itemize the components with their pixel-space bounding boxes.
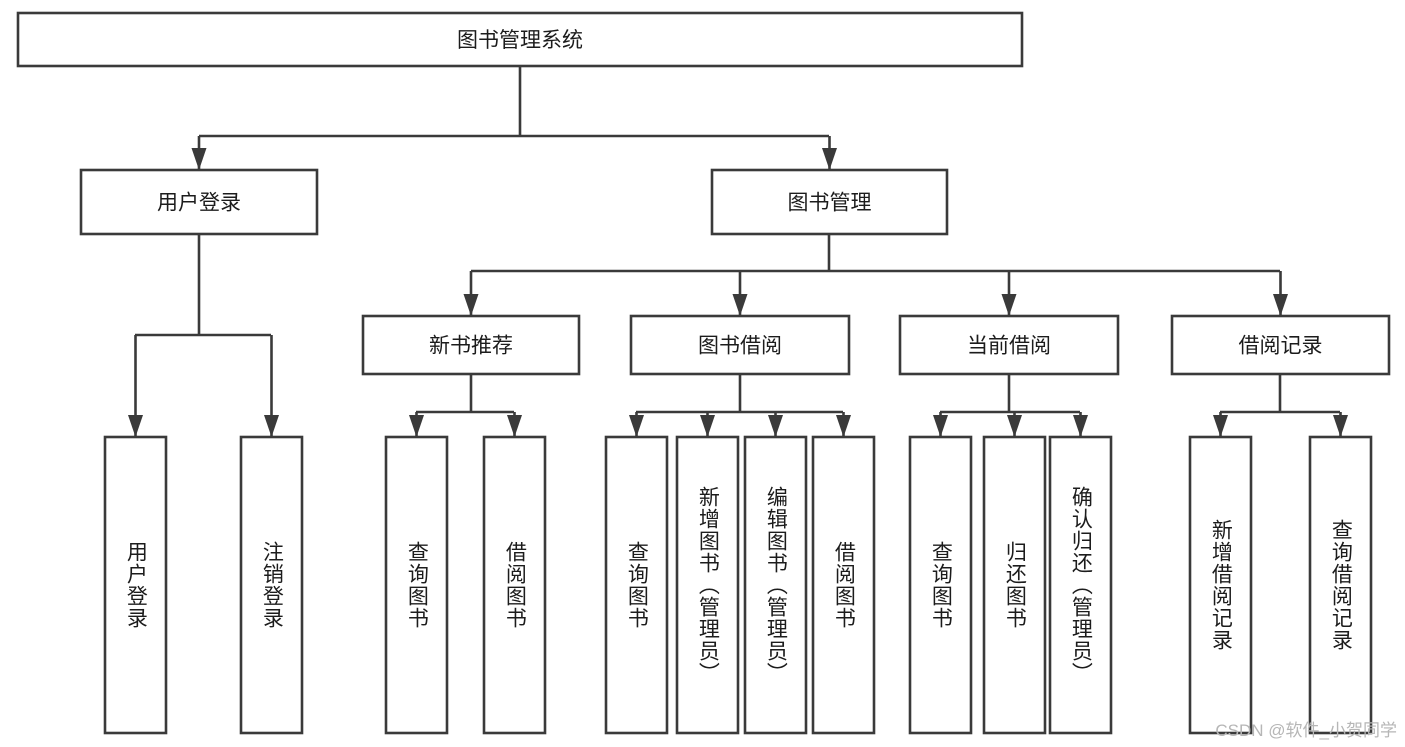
node-box-leaf-borrow-book-2[interactable] (811, 435, 876, 735)
node-box-leaf-add-record[interactable] (1188, 435, 1253, 735)
node-label-new-book-recommend: 新书推荐 (429, 335, 513, 358)
arrow-head-icon-leaf-add-record (1213, 415, 1228, 437)
node-box-leaf-confirm-return[interactable] (1048, 435, 1113, 735)
arrow-head-icon-book-borrow (732, 294, 748, 316)
node-box-leaf-user-login[interactable] (103, 435, 168, 735)
connectors-layer (128, 66, 1348, 437)
arrow-head-icon-leaf-query-book-1 (409, 415, 424, 437)
arrow-head-icon-leaf-query-record (1333, 415, 1348, 437)
node-box-leaf-query-book-2[interactable] (604, 435, 669, 735)
node-label-user-login: 用户登录 (157, 192, 241, 215)
arrow-head-icon-current-borrow (1001, 294, 1017, 316)
node-box-leaf-query-book-3[interactable] (908, 435, 973, 735)
node-box-leaf-query-book-1[interactable] (384, 435, 449, 735)
arrow-head-icon-book-management (822, 148, 837, 170)
node-box-book-borrow[interactable] (629, 314, 851, 376)
arrow-head-icon-borrow-record (1273, 294, 1288, 316)
arrow-head-icon-leaf-confirm-return (1073, 415, 1088, 437)
node-box-leaf-borrow-book-1[interactable] (482, 435, 547, 735)
node-box-leaf-return-book[interactable] (982, 435, 1047, 735)
node-label-current-borrow: 当前借阅 (967, 335, 1051, 358)
node-box-new-book-recommend[interactable] (361, 314, 581, 376)
node-box-user-login[interactable] (79, 168, 319, 236)
arrow-head-icon-leaf-return-book (1007, 415, 1022, 437)
arrow-head-icon-user-login (191, 148, 207, 170)
node-box-book-management[interactable] (710, 168, 949, 236)
node-box-leaf-query-record[interactable] (1308, 435, 1373, 735)
arrow-head-icon-leaf-logout (264, 415, 279, 437)
node-box-leaf-edit-book[interactable] (743, 435, 808, 735)
arrow-head-icon-leaf-edit-book (768, 415, 783, 437)
node-box-root[interactable] (16, 11, 1024, 68)
nodes-layer (16, 11, 1391, 735)
node-label-book-management: 图书管理 (788, 192, 872, 215)
arrow-head-icon-new-book-recommend (463, 294, 479, 316)
csdn-watermark: CSDN @软件_小贺同学 (1215, 721, 1397, 740)
arrow-head-icon-leaf-borrow-book-2 (836, 415, 851, 437)
node-box-current-borrow[interactable] (898, 314, 1120, 376)
arrow-head-icon-leaf-borrow-book-1 (507, 415, 522, 437)
node-box-borrow-record[interactable] (1170, 314, 1391, 376)
node-label-root: 图书管理系统 (457, 29, 583, 52)
node-box-leaf-add-book[interactable] (675, 435, 740, 735)
node-label-borrow-record: 借阅记录 (1239, 335, 1323, 358)
node-box-leaf-logout[interactable] (239, 435, 304, 735)
arrow-head-icon-leaf-add-book (700, 415, 715, 437)
arrow-head-icon-leaf-query-book-2 (629, 415, 644, 437)
node-label-book-borrow: 图书借阅 (698, 335, 782, 358)
arrow-head-icon-leaf-query-book-3 (933, 415, 948, 437)
arrow-head-icon-leaf-user-login (128, 415, 143, 437)
